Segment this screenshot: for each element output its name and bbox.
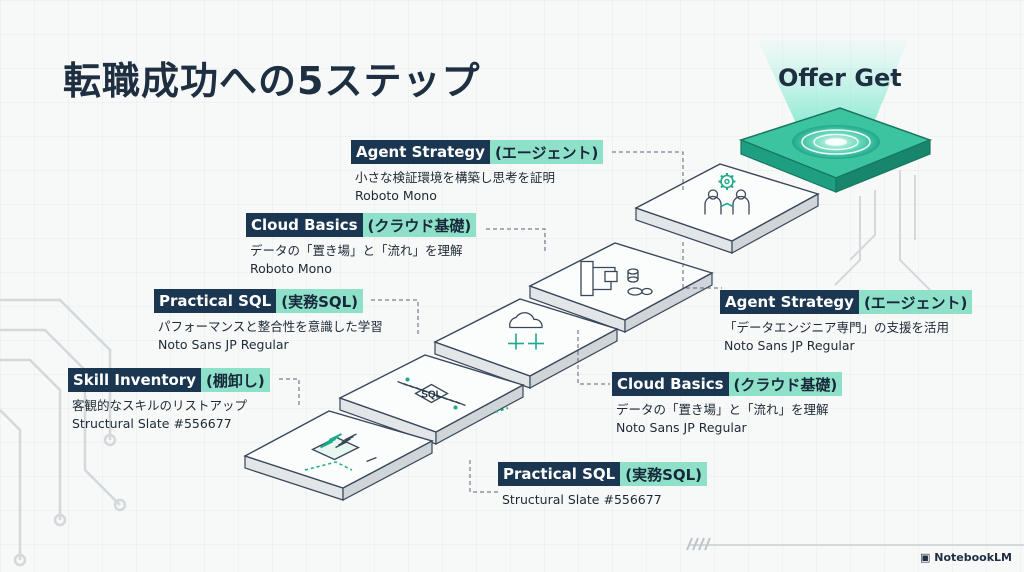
brand-name: NotebookLM [934, 551, 1012, 564]
tag-english: Practical SQL [154, 289, 277, 313]
tag-english: Cloud Basics [612, 372, 729, 396]
flowchart-icon [580, 260, 653, 297]
description-line: パフォーマンスと整合性を意識した学習 [158, 319, 383, 334]
tag-japanese: (クラウド基礎) [362, 213, 477, 237]
tag-japanese: (エージェント) [489, 140, 604, 164]
description-line: 客観的なスキルのリストアップ [72, 398, 248, 413]
description-line: データの「置き場」と「流れ」を理解 [616, 402, 829, 417]
path-connector [494, 407, 509, 413]
tag-english: Agent Strategy [351, 140, 490, 164]
callout-tag: Skill Inventory (棚卸し) [68, 368, 270, 392]
people-gear-icon [704, 173, 750, 215]
description-line: Noto Sans JP Regular [158, 337, 289, 352]
description-line: Roboto Mono [355, 188, 437, 203]
callout-description: データの「置き場」と「流れ」を理解 Roboto Mono [250, 242, 476, 278]
tag-japanese: (実務SQL) [620, 462, 708, 486]
callout-tag: Cloud Basics (クラウド基礎) [246, 213, 477, 237]
callout-tag: Agent Strategy (エージェント) [351, 140, 604, 164]
description-line: Roboto Mono [250, 261, 332, 276]
brand-label: ▣ NotebookLM [920, 551, 1012, 564]
description-line: データの「置き場」と「流れ」を理解 [250, 243, 463, 258]
description-line: Structural Slate #556677 [72, 416, 232, 431]
callout-agent-strategy: Agent Strategy (エージェント) 小さな検証環境を構築し思考を証明… [351, 140, 604, 205]
path-connector [304, 461, 353, 471]
hatch-decoration [686, 537, 711, 551]
description-line: Noto Sans JP Regular [616, 420, 747, 435]
description-line: 「データエンジニア専門」の支援を活用 [724, 320, 950, 335]
tag-english: Practical SQL [498, 462, 621, 486]
sql-chip-label: SQL [421, 390, 442, 401]
tag-english: Cloud Basics [246, 213, 363, 237]
callout-tag: Agent Strategy (エージェント) [720, 290, 973, 314]
stair-steps: SQL [243, 163, 820, 501]
callout-description: データの「置き場」と「流れ」を理解 Noto Sans JP Regular [616, 401, 842, 437]
checklist-icon [310, 433, 377, 463]
goal-platform [738, 107, 933, 193]
description-line: Structural Slate #556677 [502, 492, 662, 507]
callout-cloud-basics: Cloud Basics (クラウド基礎) データの「置き場」と「流れ」を理解 … [246, 213, 477, 278]
callout-tag: Practical SQL (実務SQL) [498, 462, 708, 486]
callout-description: 「データエンジニア専門」の支援を活用 Noto Sans JP Regular [724, 319, 972, 355]
callout-connectors [279, 151, 722, 493]
description-line: 小さな検証環境を構築し思考を証明 [355, 170, 556, 185]
callout-cloud-basics-right: Cloud Basics (クラウド基礎) データの「置き場」と「流れ」を理解 … [612, 372, 843, 437]
callout-description: Structural Slate #556677 [502, 491, 707, 509]
cloud-icon [508, 312, 544, 350]
callout-description: 客観的なスキルのリストアップ Structural Slate #556677 [72, 397, 270, 433]
callout-description: 小さな検証環境を構築し思考を証明 Roboto Mono [355, 169, 603, 205]
tag-japanese: (棚卸し) [200, 368, 270, 392]
callout-skill-inventory: Skill Inventory (棚卸し) 客観的なスキルのリストアップ Str… [68, 368, 270, 433]
description-line: Noto Sans JP Regular [724, 338, 855, 353]
stair-step [433, 298, 619, 390]
callout-practical-sql: Practical SQL (実務SQL) パフォーマンスと整合性を意識した学習… [154, 289, 383, 354]
stair-step [243, 410, 434, 501]
page-title: 転職成功への5ステップ [63, 59, 481, 103]
stair-step: SQL [338, 354, 525, 446]
tag-english: Agent Strategy [720, 290, 859, 314]
goal-label: Offer Get [778, 64, 902, 92]
tag-japanese: (実務SQL) [276, 289, 364, 313]
stair-step [634, 163, 820, 255]
sql-chip-icon: SQL [397, 377, 466, 410]
goal-light-beam [758, 40, 908, 132]
callout-practical-sql-right: Practical SQL (実務SQL) Structural Slate #… [498, 462, 708, 509]
callout-tag: Practical SQL (実務SQL) [154, 289, 364, 313]
tag-japanese: (エージェント) [858, 290, 973, 314]
callout-description: パフォーマンスと整合性を意識した学習 Noto Sans JP Regular [158, 318, 383, 354]
callout-agent-strategy-right: Agent Strategy (エージェント) 「データエンジニア専門」の支援を… [720, 290, 973, 355]
tag-japanese: (クラウド基礎) [728, 372, 843, 396]
notebook-icon: ▣ [920, 551, 935, 564]
stair-step [528, 242, 714, 334]
circuit-decoration-right [690, 170, 1024, 546]
tag-english: Skill Inventory [68, 368, 201, 392]
callout-tag: Cloud Basics (クラウド基礎) [612, 372, 843, 396]
